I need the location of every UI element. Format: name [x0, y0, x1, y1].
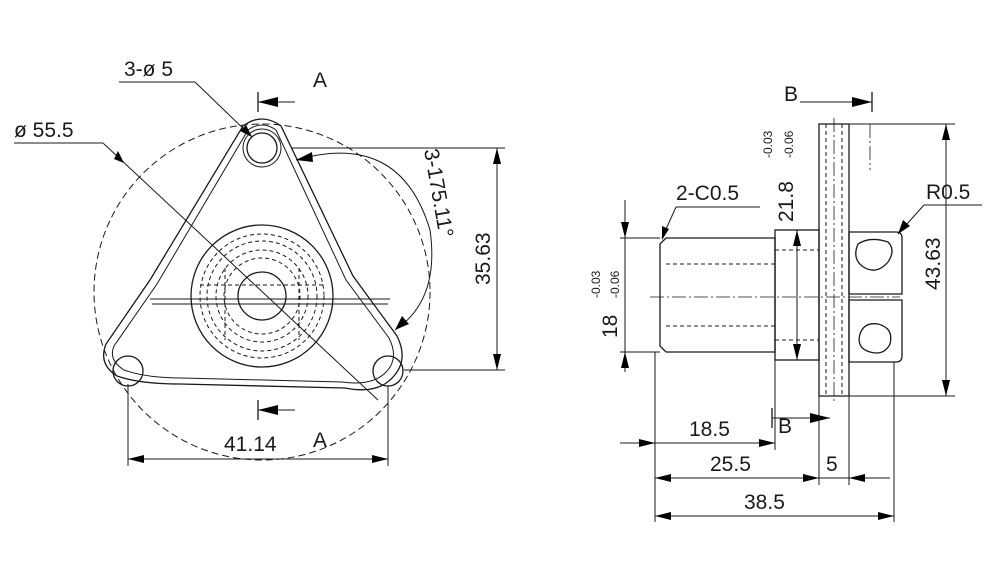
section-a-label-top: A: [313, 69, 327, 92]
chamfer-callout: 2-C0.5: [676, 182, 739, 205]
hub-arrow-top: [793, 230, 801, 246]
hub-arrow-bottom: [793, 344, 801, 360]
front-view: 3-ø 5 ø 55.5 3-175.11° 35.63 41.14 A A: [14, 58, 505, 466]
triangle-body-outline: [103, 118, 403, 391]
len-body-arrow-right: [803, 474, 819, 482]
radius-arrow: [898, 220, 910, 234]
shaft-body: [659, 237, 776, 353]
hole-leader: [194, 81, 253, 138]
len-hub-label: 18.5: [689, 418, 730, 441]
len-flange-arrow-left: [849, 474, 865, 482]
shaft-tol-upper: -0.03: [589, 270, 603, 298]
section-b-arrow-bottom: [810, 413, 830, 423]
lug-upper-hole: [855, 238, 893, 271]
height-arrow-top: [493, 148, 501, 164]
shaft-dim-label: 18: [599, 315, 622, 338]
hole-callout: 3-ø 5: [124, 58, 173, 81]
hole-leader-arrow: [240, 125, 252, 137]
overall-height-label: 43.63: [922, 237, 945, 290]
width-arrow-left: [128, 455, 144, 463]
section-a-arrow-bottom: [258, 405, 278, 415]
outer-diameter-circle: [93, 123, 431, 461]
lug-lower: [848, 299, 903, 363]
width-arrow-right: [372, 455, 388, 463]
height-arrow-bottom: [493, 354, 501, 370]
len-hub-arrow-left: [639, 439, 655, 447]
section-a-label-bottom: A: [313, 429, 327, 452]
arc-callout: 3-175.11°: [419, 147, 457, 239]
section-b-arrow-top: [852, 97, 872, 107]
lug-lower-hole: [858, 323, 892, 354]
mounting-hole-top-rim: [242, 128, 282, 168]
height-dim-label: 35.63: [472, 232, 495, 285]
hub-ring-outer: [190, 224, 334, 368]
flange-tol-lower: -0.06: [782, 130, 796, 158]
hub-ring-dash-4: [223, 257, 301, 335]
hub-ring-dash-3: [215, 249, 309, 343]
len-body-label: 25.5: [710, 453, 751, 476]
flange-tol-upper: -0.03: [761, 130, 775, 158]
section-b-label-bottom: B: [778, 415, 792, 438]
arc-dimension: [295, 152, 433, 331]
hub-bore: [237, 271, 287, 321]
overall-arrow-top: [942, 124, 950, 140]
len-total-arrow-left: [655, 512, 671, 520]
lug-upper: [848, 231, 903, 295]
section-b-label-top: B: [784, 83, 798, 106]
shaft-arrow-bottom: [621, 352, 629, 368]
hub-ring-dash-2: [206, 240, 318, 352]
mounting-hole-top: [246, 132, 278, 164]
side-view: B B 2-C0.5 -0.03 -0.06 21.8 -0.03 -0.06 …: [589, 83, 982, 522]
arc-arrow-top: [296, 152, 313, 162]
hub-ring-dash-1: [199, 233, 325, 359]
len-body-arrow-left: [655, 474, 671, 482]
shaft-tol-lower: -0.06: [608, 270, 622, 298]
len-total-label: 38.5: [744, 491, 785, 514]
radius-callout: R0.5: [926, 181, 970, 204]
overall-arrow-bottom: [942, 380, 950, 396]
section-a-arrow-top: [258, 97, 278, 107]
len-hub-arrow-right: [759, 439, 775, 447]
diameter-leader: [102, 142, 379, 401]
diameter-callout: ø 55.5: [14, 119, 74, 142]
shaft-arrow-top: [621, 222, 629, 238]
hub-dim-label: 21.8: [775, 181, 798, 222]
len-total-arrow-right: [878, 512, 894, 520]
width-dim-label: 41.14: [224, 433, 277, 456]
chamfer-arrow: [662, 226, 669, 240]
len-flange-label: 5: [826, 453, 838, 476]
arc-arrow-bottom: [395, 316, 409, 330]
diameter-arrow: [114, 151, 124, 163]
triangle-body-inner: [111, 124, 394, 384]
